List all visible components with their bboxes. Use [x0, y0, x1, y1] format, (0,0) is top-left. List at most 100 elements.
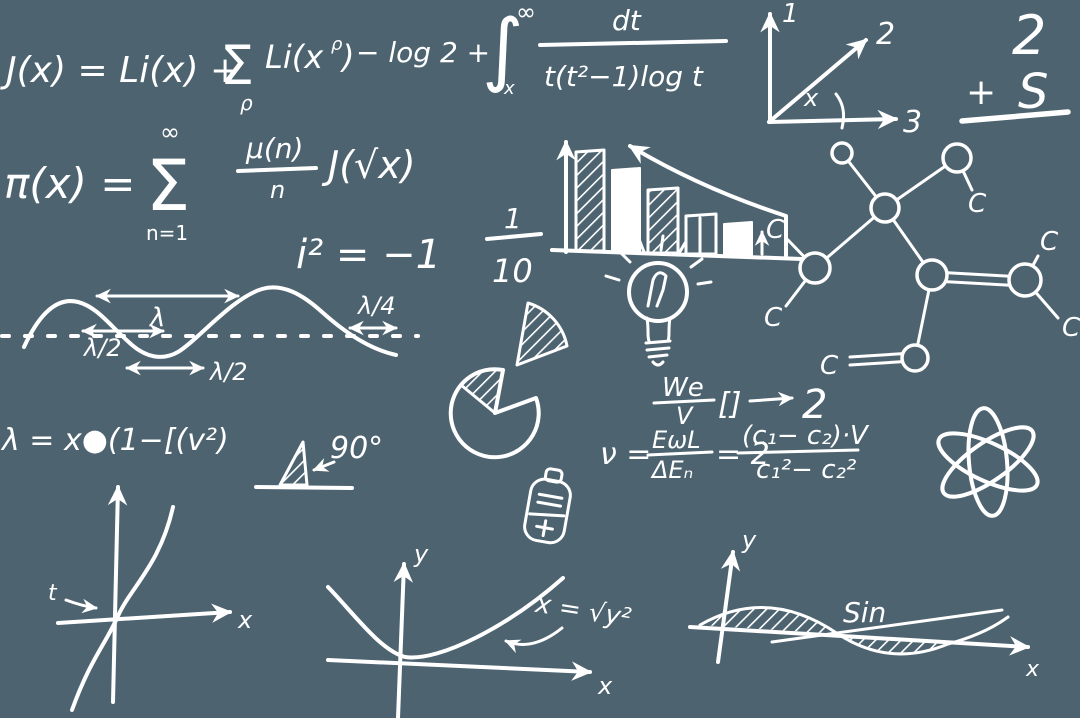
carbon-label: C — [764, 303, 783, 333]
fraction-numerator: dt — [612, 4, 642, 37]
sum-digit: 2 — [1012, 4, 1046, 67]
molecule-node — [941, 142, 973, 174]
sigma-lower-limit: n=1 — [146, 221, 188, 245]
t-label: t — [48, 581, 58, 606]
fraction-numerator: μ(n) — [245, 132, 303, 165]
graph-y-axis — [107, 484, 128, 704]
molecule-node — [830, 141, 854, 165]
integral-upper-limit: ∞ — [516, 0, 536, 26]
sigma-subscript: ρ — [240, 91, 253, 115]
bar-5 — [723, 221, 753, 256]
crossing-line — [770, 608, 1004, 644]
molecule-node — [900, 343, 930, 373]
sine-lobe-lower — [838, 634, 948, 654]
fraction-bar — [236, 166, 318, 173]
bar-2 — [611, 167, 641, 253]
cubic-graph-doodle: t x — [48, 484, 253, 712]
fraction-denominator: n — [270, 176, 285, 204]
bar-4 — [684, 212, 718, 256]
ninety-degrees-label: 90° — [330, 431, 383, 466]
battery-doodle — [523, 467, 572, 545]
triangle-shape — [278, 440, 309, 487]
sin-label: Sin — [843, 596, 886, 629]
graph-x-axis — [56, 603, 233, 625]
graph-x-axis — [326, 658, 593, 681]
y-axis-label: y — [741, 526, 757, 554]
t-pointer-arrow — [64, 598, 98, 614]
vector-axes-doodle: 1 2 3 x — [760, 0, 922, 140]
imaginary-unit-formula: i² = −1 — [296, 232, 441, 278]
fraction-one-tenth: 1 10 — [485, 202, 543, 290]
efficiency-formula: ν = EωL ΔEₙ = 2 (c₁− c₂)·V c₁²− c₂² — [600, 421, 870, 485]
riemann-j-formula: J(x) = Li(x) + Σ ρ Li(x ρ ) − log 2 + ∫ … — [0, 0, 728, 115]
trend-curve-arrow — [628, 144, 788, 258]
fraction-numerator: 1 — [504, 202, 522, 235]
sigma-symbol: Σ — [146, 145, 190, 227]
fraction-denominator: t(t²−1)log t — [544, 60, 704, 93]
atom-orbit — [966, 406, 1010, 518]
sine-curve — [698, 606, 1010, 656]
sigma-upper-limit: ∞ — [160, 118, 180, 146]
x-axis-label: x — [237, 606, 253, 634]
fraction-denominator: c₁²− c₂² — [756, 455, 856, 485]
fraction-denominator: ΔEₙ — [650, 456, 693, 484]
carbon-label: C — [1040, 227, 1059, 257]
bracket-symbol: [] — [718, 387, 741, 422]
lorentz-formula: λ = x●(1−[(v²) — [0, 423, 229, 458]
parabola-curve — [326, 576, 565, 660]
angle-arc — [834, 92, 845, 130]
carbon-label: C — [820, 351, 839, 381]
fraction-numerator: EωL — [652, 426, 701, 454]
formula-text: i² = −1 — [296, 232, 441, 278]
battery-cap — [543, 467, 564, 484]
formula-text: J(x) = Li(x) + — [0, 50, 240, 91]
axis-label-1: 1 — [782, 0, 799, 29]
fraction-denominator: V — [676, 402, 694, 430]
lightbulb-doodle — [604, 234, 713, 367]
bulb-rays — [604, 234, 713, 286]
sum-plus-sign: + — [966, 72, 996, 113]
axis-arrow-3 — [767, 109, 899, 130]
bar-chart-doodle — [550, 139, 804, 261]
integral-symbol: ∫ — [482, 2, 524, 95]
formula-text: λ = x●(1−[(v²) — [0, 423, 229, 458]
integral-lower-limit: x — [503, 78, 515, 99]
formula-text: Li(x — [265, 38, 324, 76]
carbon-label: C — [1062, 313, 1080, 343]
x-axis-label: x — [1025, 657, 1040, 682]
molecule-node — [798, 251, 832, 285]
carbon-label: C — [766, 215, 785, 245]
bar-1 — [574, 148, 606, 253]
angle-label: x — [803, 84, 819, 112]
battery-divider — [528, 512, 566, 518]
fraction-bar — [538, 39, 728, 47]
atom-doodle — [936, 406, 1040, 518]
bulb-base — [644, 339, 672, 367]
quarter-lambda-label: λ/4 — [356, 292, 396, 320]
molecule-node — [1007, 262, 1043, 298]
fraction-bar — [646, 450, 714, 457]
battery-plus-icon — [535, 519, 554, 538]
angle-pointer-arrow — [312, 458, 336, 472]
sum-letter: S — [1018, 64, 1048, 120]
equals-two: = 2 — [716, 437, 770, 472]
superscript-rho: ρ — [331, 34, 343, 55]
graph-y-axis — [716, 549, 741, 664]
bar-3 — [646, 186, 680, 255]
formula-text: J(√x) — [321, 143, 416, 187]
bulb-filament — [646, 271, 668, 308]
sum-two-plus-s: 2 + S — [959, 4, 1071, 124]
bulb-glass — [627, 261, 689, 323]
molecule-node — [915, 258, 949, 292]
sum-underline — [959, 109, 1071, 124]
carbon-label: C — [968, 189, 987, 219]
cubic-curve — [70, 505, 175, 712]
work-energy-formula: We V [] 2 — [652, 373, 827, 430]
result-value: 2 — [802, 382, 827, 428]
formula-text: − log 2 + — [356, 36, 490, 69]
battery-body — [523, 477, 572, 545]
fraction-denominator: 10 — [492, 252, 533, 290]
sine-wave — [22, 285, 398, 359]
half-lambda-label: λ/2 — [82, 334, 122, 362]
fraction-numerator: (c₁− c₂)·V — [742, 421, 870, 451]
